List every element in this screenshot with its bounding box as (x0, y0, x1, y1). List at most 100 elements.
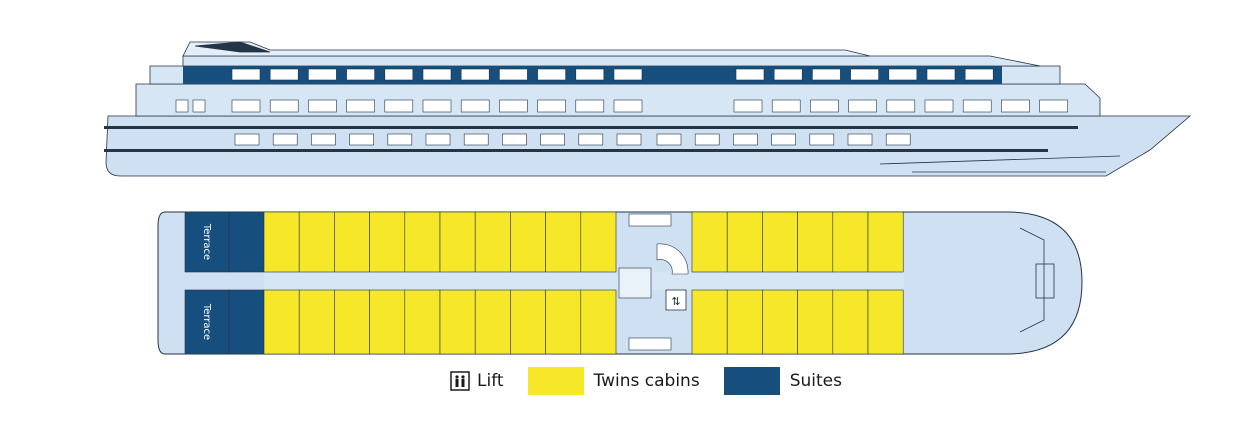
upper-dark-band (183, 66, 223, 84)
side-window (812, 68, 841, 81)
deck-plan: Terrace Terrace ⇅ (157, 211, 1083, 355)
twins-cabin (298, 289, 335, 355)
side-window (888, 68, 918, 81)
side-window (308, 99, 337, 113)
side-window (231, 99, 261, 113)
side-window (613, 68, 643, 81)
side-window (231, 68, 261, 81)
twins-cabin (404, 289, 441, 355)
spiral-staircase (656, 243, 689, 275)
suite-terrace-top (184, 211, 230, 273)
twins-cabin (334, 211, 370, 273)
stair-top (628, 213, 672, 227)
bow-fitting (1019, 227, 1045, 333)
side-window (308, 68, 337, 81)
side-window (810, 99, 839, 113)
side-window (1039, 99, 1068, 113)
side-window (773, 68, 803, 81)
side-window (575, 99, 605, 113)
side-window (735, 68, 765, 81)
suites-swatch (723, 367, 780, 395)
twins-cabin (797, 289, 834, 355)
legend: Lift Twins cabins Suites (450, 366, 866, 396)
side-window (771, 133, 796, 146)
terrace-label-top: Terrace (201, 223, 212, 260)
side-window (575, 68, 605, 81)
twins-cabin (404, 211, 441, 273)
side-window (234, 133, 260, 146)
side-window (656, 133, 682, 146)
side-window (422, 99, 452, 113)
side-window (771, 99, 801, 113)
twins-cabin (762, 289, 798, 355)
legend-twins: Twins cabins (527, 367, 700, 395)
twins-cabin (762, 211, 798, 273)
side-window (733, 133, 758, 146)
sun-deck (182, 41, 871, 57)
twins-cabin (439, 289, 476, 355)
twins-cabins (263, 211, 904, 355)
side-window (425, 133, 451, 146)
lift-icon (450, 371, 470, 391)
side-window (537, 99, 566, 113)
suite-terrace-bottom (184, 289, 230, 355)
twins-cabin (832, 289, 869, 355)
twins-cabin (334, 289, 370, 355)
side-window (924, 99, 954, 113)
side-window (384, 68, 414, 81)
side-window (384, 99, 414, 113)
side-window (387, 133, 413, 146)
corridor (264, 272, 904, 290)
side-window (502, 133, 527, 146)
terrace-label-bottom: Terrace (201, 303, 212, 340)
side-window (962, 99, 992, 113)
side-window (349, 133, 374, 146)
side-window (848, 99, 877, 113)
twins-cabin (474, 289, 511, 355)
side-window (809, 133, 835, 146)
twins-cabin (867, 289, 904, 355)
side-window (613, 99, 643, 113)
twins-cabin (439, 211, 476, 273)
twins-cabin (263, 211, 300, 273)
twins-cabin (726, 211, 763, 273)
twins-cabin (545, 211, 582, 273)
twins-cabin (832, 211, 869, 273)
side-windows (175, 68, 1068, 146)
twins-cabin (369, 289, 406, 355)
twins-cabin (298, 211, 335, 273)
side-window (499, 99, 528, 113)
wheelhouse (194, 41, 271, 53)
twins-cabin (580, 289, 617, 355)
twins-cabin (726, 289, 763, 355)
upper-superstructure (182, 55, 1041, 67)
upper-dark-band-mid (645, 66, 730, 84)
twins-cabin (545, 289, 582, 355)
legend-lift: Lift (450, 371, 504, 391)
side-window (311, 133, 336, 146)
twins-cabin (510, 289, 546, 355)
legend-suites-label: Suites (789, 371, 842, 391)
side-window (733, 99, 763, 113)
side-window (537, 68, 566, 81)
stair-bottom (628, 337, 672, 351)
side-window (616, 133, 642, 146)
side-window (422, 68, 452, 81)
side-window (694, 133, 720, 146)
side-window (269, 68, 299, 81)
side-window (850, 68, 879, 81)
lift-box (665, 289, 687, 311)
side-window (346, 99, 375, 113)
side-window (1001, 99, 1030, 113)
twins-cabin (369, 211, 406, 273)
side-window (175, 99, 189, 113)
side-window (886, 99, 916, 113)
side-window (847, 133, 873, 146)
lobby-grid (618, 267, 652, 299)
legend-suites: Suites (723, 367, 842, 395)
suite-top (228, 211, 265, 273)
twins-swatch (527, 367, 584, 395)
side-window (885, 133, 911, 146)
side-window (272, 133, 298, 146)
